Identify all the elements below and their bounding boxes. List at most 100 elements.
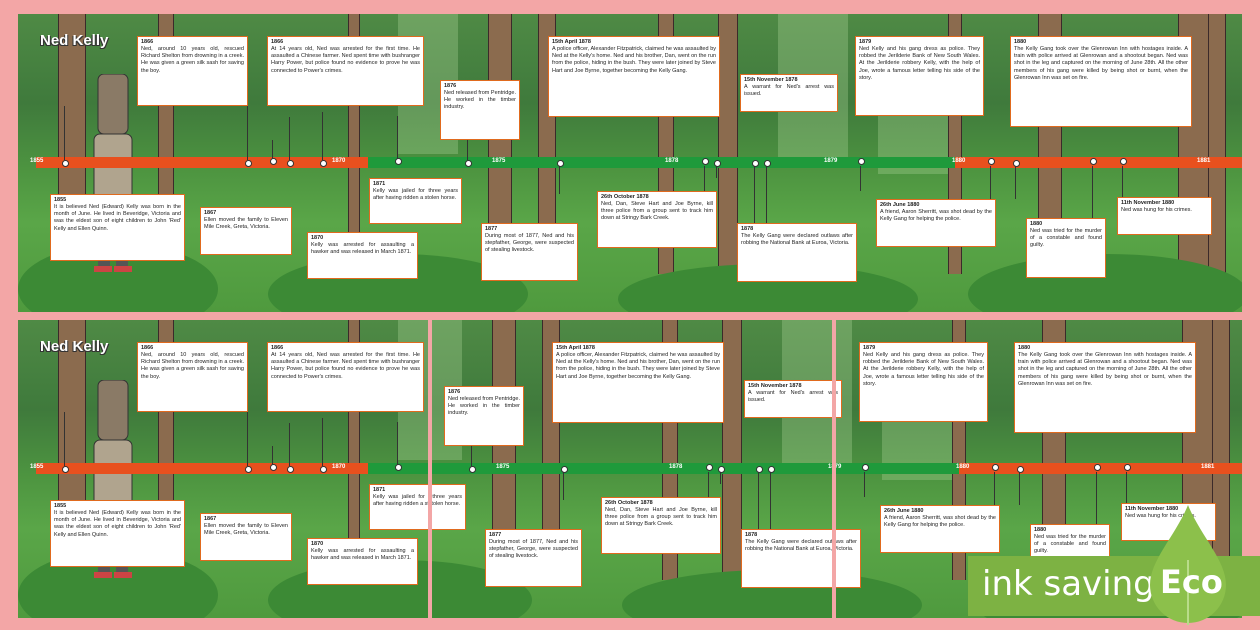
timeline-marker — [752, 160, 759, 167]
event-connector — [397, 422, 398, 466]
event-date: 1878 — [741, 226, 754, 232]
timeline-marker — [270, 158, 277, 165]
page-title: Ned Kelly — [40, 32, 109, 49]
year-label: 1870 — [332, 464, 346, 470]
year-label: 1880 — [952, 158, 966, 164]
year-label: 1879 — [824, 158, 838, 164]
timeline-marker — [62, 466, 69, 473]
event-date: 1867 — [204, 210, 217, 216]
event-connector — [322, 418, 323, 466]
print-panel-3: Ned Kelly1855187018751878187918801881186… — [836, 320, 1242, 618]
timeline-marker — [992, 464, 999, 471]
event-description: Ned, Dan, Steve Hart and Joe Byrne, kill… — [601, 201, 713, 222]
ink-saving-text: ink saving — [982, 564, 1155, 604]
event-date: 15th November 1878 — [744, 77, 798, 83]
event-description: Kelly was jailed for three years after h… — [373, 494, 428, 508]
event-date: 26th October 1878 — [601, 194, 649, 200]
event-connector — [770, 472, 771, 529]
event-date: 1866 — [141, 345, 154, 351]
event-connector — [467, 127, 468, 160]
event-description: Ned released from Pentridge. He worked i… — [444, 90, 516, 111]
event-description: Ned was tried for the murder of a consta… — [1034, 534, 1106, 555]
event-connector — [864, 472, 865, 497]
eco-label: Eco — [1160, 563, 1223, 601]
event-date: 1876 — [448, 389, 461, 395]
event-date: 15th November 1878 — [748, 383, 802, 389]
year-label: 1878 — [669, 464, 683, 470]
event-date: 1879 — [859, 39, 872, 45]
event-description: The Kelly Gang took over the Glenrowan I… — [1018, 352, 1192, 387]
event-connector — [1126, 472, 1127, 503]
timeline-marker — [858, 158, 865, 165]
event-date: 1855 — [54, 197, 67, 203]
event-description: Ned Kelly and his gang dress as police. … — [859, 46, 980, 81]
event-description: During most of 1877, Ned and his stepfat… — [485, 233, 574, 254]
event-connector — [272, 446, 273, 466]
timeline-bar-segment — [36, 463, 368, 474]
event-date: 1866 — [271, 39, 284, 45]
event-description: A warrant for Ned's arrest was issued. — [748, 390, 832, 404]
year-label: 1879 — [828, 464, 832, 470]
event-date: 1855 — [54, 503, 67, 509]
event-connector — [247, 412, 248, 466]
event-description: A friend, Aaron Sherritt, was shot dead … — [884, 515, 996, 529]
event-connector — [720, 472, 721, 484]
event-connector — [322, 112, 323, 160]
timeline-marker — [245, 466, 252, 473]
year-label: 1881 — [1197, 158, 1211, 164]
event-connector — [754, 166, 755, 232]
event-date: 1867 — [204, 516, 217, 522]
timeline-marker — [756, 466, 763, 473]
event-description: Ned, around 10 years old, rescued Richar… — [141, 352, 244, 380]
timeline-marker — [1017, 466, 1024, 473]
year-label: 1880 — [956, 464, 970, 470]
timeline-marker — [561, 466, 568, 473]
event-description: Kelly was jailed for three years after h… — [373, 188, 458, 202]
year-label: 1878 — [665, 158, 679, 164]
timeline-marker — [714, 160, 721, 167]
timeline-bar-segment — [836, 463, 959, 474]
event-connector — [563, 472, 564, 500]
event-connector — [994, 472, 995, 529]
event-connector — [1019, 472, 1020, 505]
event-description: At 14 years old, Ned was arrested for th… — [271, 352, 420, 380]
event-date: 26th June 1880 — [880, 202, 920, 208]
timeline-bar-segment — [955, 157, 1242, 168]
event-date: 15th April 1878 — [556, 345, 595, 351]
timeline-bar-segment — [36, 157, 368, 168]
print-panel-1: Ned Kelly1855187018751878187918801881186… — [18, 320, 428, 618]
year-label: 1855 — [30, 464, 44, 470]
event-connector — [716, 166, 717, 178]
event-description: At 14 years old, Ned was arrested for th… — [271, 46, 420, 74]
timeline-marker — [706, 464, 713, 471]
event-connector — [471, 433, 472, 466]
event-date: 1877 — [489, 532, 502, 538]
timeline-marker — [702, 158, 709, 165]
timeline-marker — [768, 466, 775, 473]
timeline-marker — [764, 160, 771, 167]
timeline-marker — [862, 464, 869, 471]
event-connector — [860, 166, 861, 191]
event-description: Ned was tried for the murder of a consta… — [1030, 228, 1102, 249]
event-description: A police officer, Alexander Fitzpatrick,… — [552, 46, 716, 74]
timeline-marker — [1013, 160, 1020, 167]
event-connector — [64, 412, 65, 466]
event-date: 1866 — [271, 345, 284, 351]
event-date: 1871 — [432, 487, 462, 494]
